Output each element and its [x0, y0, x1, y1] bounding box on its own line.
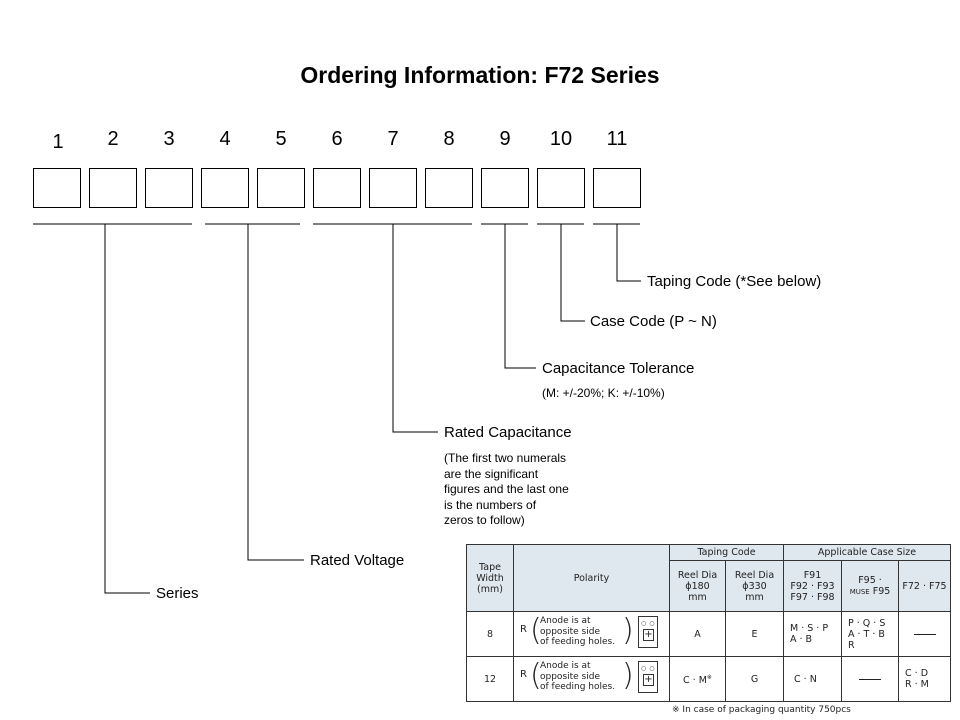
table-row: 8 R ( Anode is at opposite side of feedi… [466, 611, 952, 658]
position-number: 8 [443, 128, 455, 150]
position-number: 5 [275, 128, 287, 150]
position-number: 1 [52, 131, 64, 153]
code-box [257, 168, 305, 208]
capacitance-leader [392, 224, 438, 433]
capacitance-tolerance-note: (M: +/-20%; K: +/-10%) [542, 386, 665, 400]
case-f72-header: F72 · F75 [897, 560, 952, 613]
table-row: 12 R ( Anode is at opposite side of feed… [466, 656, 952, 702]
case-f95-header: F95 · MUSE F95 [841, 560, 899, 613]
position-number: 6 [331, 128, 343, 150]
reel-330-header: Reel Dia ϕ330 mm [725, 560, 784, 613]
code-box [313, 168, 361, 208]
code-box [369, 168, 417, 208]
position-number: 7 [387, 128, 399, 150]
rated-capacitance-note: (The first two numerals are the signific… [444, 451, 569, 527]
tape-pocket-symbol-icon: ○○+ [638, 661, 658, 694]
series-leader [104, 224, 150, 594]
reel-330-cell: G [725, 656, 784, 702]
code-box [593, 168, 641, 208]
tape-width-header: Tape Width (mm) [466, 543, 514, 613]
polarity-cell: R ( Anode is at opposite side of feeding… [513, 611, 670, 658]
capacitance-tolerance-label: Capacitance Tolerance [542, 360, 695, 377]
taping-code-table: Tape Width (mm) Polarity Taping Code App… [466, 543, 952, 702]
polarity-header: Polarity [513, 543, 670, 613]
applicable-case-size-header: Applicable Case Size [782, 543, 952, 562]
rated-voltage-label: Rated Voltage [310, 552, 405, 569]
taping-code-header: Taping Code [669, 543, 784, 562]
position-number: 3 [163, 128, 175, 150]
case-f91-header: F91 F92 · F93 F97 · F98 [783, 560, 842, 613]
position-number: 9 [499, 128, 511, 150]
case-f72-cell: C · D R · M [897, 656, 952, 702]
position-number: 10 [549, 128, 573, 150]
case-f72-cell [897, 611, 952, 658]
case-f95-cell: P · Q · S A · T · B R [841, 611, 899, 658]
tolerance-leader [504, 224, 536, 369]
code-box [481, 168, 529, 208]
tape-pocket-symbol-icon: ○○+ [638, 616, 658, 649]
tape-width-cell: 8 [466, 611, 514, 658]
code-box [89, 168, 137, 208]
voltage-leader [247, 224, 304, 561]
page-title: Ordering Information: F72 Series [300, 62, 660, 88]
code-box [145, 168, 193, 208]
case-code-leader [560, 224, 585, 322]
rated-capacitance-label: Rated Capacitance [444, 424, 572, 441]
position-number: 11 [606, 128, 628, 150]
taping-code-leader [616, 224, 641, 282]
series-label: Series [156, 585, 199, 602]
reel-180-cell: A [669, 611, 726, 658]
reel-180-header: Reel Dia ϕ180 mm [669, 560, 726, 613]
position-number: 2 [107, 128, 119, 150]
polarity-cell: R ( Anode is at opposite side of feeding… [513, 656, 670, 702]
code-box [33, 168, 81, 208]
case-code-label: Case Code (P ~ N) [590, 313, 717, 330]
case-f91-cell: C · N [783, 656, 842, 702]
not-applicable-dash [859, 678, 881, 680]
case-f91-cell: M · S · P A · B [783, 611, 842, 658]
taping-code-label: Taping Code (*See below) [647, 273, 822, 290]
code-box [201, 168, 249, 208]
code-box [425, 168, 473, 208]
case-f95-cell [841, 656, 899, 702]
table-footnote: ※ In case of packaging quantity 750pcs [672, 705, 851, 715]
reel-330-cell: E [725, 611, 784, 658]
code-box [537, 168, 585, 208]
not-applicable-dash [913, 633, 936, 635]
position-number: 4 [219, 128, 231, 150]
reel-180-cell: C · M※ [669, 656, 726, 702]
tape-width-cell: 12 [466, 656, 514, 702]
